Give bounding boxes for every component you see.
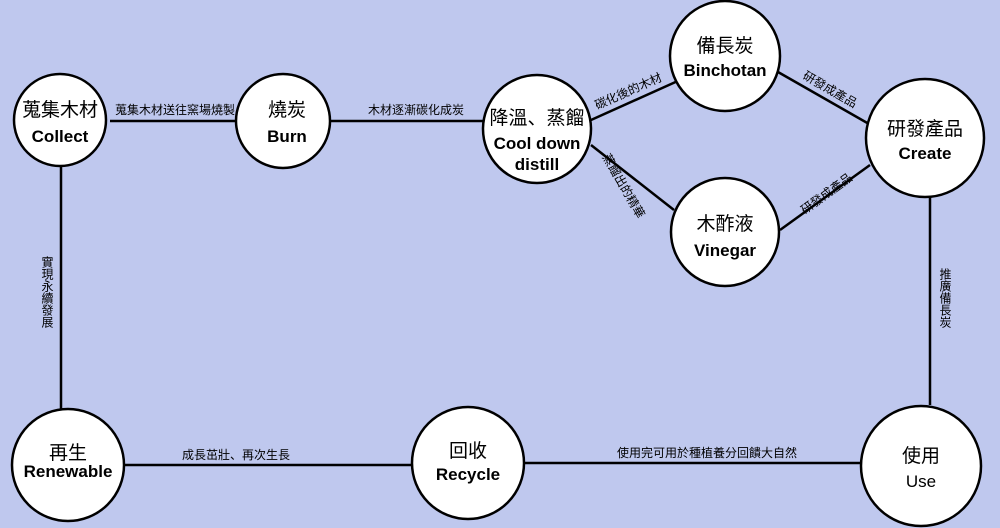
node-cooldown-en-line2: distill [515,155,559,174]
edge-cooldown-vinegar [590,144,675,211]
edge-cooldown-binchotan [590,78,681,122]
node-collect: 蒐集木材 Collect [12,72,108,168]
node-vinegar-zh: 木酢液 [696,213,753,235]
edge-binchotan-create [770,66,877,130]
node-recycle: 回收 Recycle [410,405,526,521]
node-vinegar: 木酢液 Vinegar [669,176,781,288]
node-renewable-zh: 再生 [49,442,87,464]
node-renewable-en: Renewable [24,462,113,481]
edge-label-collect-burn: 蒐集木材送往窯場燒製 [115,102,235,117]
node-create-en: Create [899,144,952,163]
node-binchotan-zh: 備長炭 [696,35,753,57]
node-use-zh: 使用 [902,445,940,467]
node-use-en: Use [906,472,936,491]
node-recycle-en: Recycle [436,465,500,484]
node-recycle-zh: 回收 [449,440,487,462]
node-renewable: 再生 Renewable [10,407,126,523]
node-collect-zh: 蒐集木材 [22,99,98,121]
node-binchotan-en: Binchotan [683,61,766,80]
node-create: 研發產品 Create [864,77,986,199]
edge-label-create-use: 推廣備長炭 [938,268,952,329]
edge-label-renewable-collect: 實現永續發展 [40,255,54,328]
node-cooldown-en-line1: Cool down [494,134,581,153]
node-burn-en: Burn [267,127,307,146]
node-vinegar-en: Vinegar [694,241,756,260]
node-use: 使用 Use [859,404,983,528]
edge-label-burn-cooldown: 木材逐漸碳化成炭 [368,103,464,117]
node-collect-en: Collect [32,127,89,146]
edge-label-recycle-renewable: 成長茁壯、再次生長 [182,448,290,462]
node-burn-zh: 燒炭 [268,99,306,121]
edge-vinegar-create [779,163,871,232]
node-binchotan: 備長炭 Binchotan [668,0,782,113]
node-cooldown: 降溫、蒸餾 Cool down distill [481,73,593,185]
node-burn: 燒炭 Burn [234,72,332,170]
node-cooldown-zh: 降溫、蒸餾 [489,107,584,129]
edge-label-use-recycle: 使用完可用於種植養分回饋大自然 [617,445,797,460]
edge-label-vinegar-create: 研發成產品 [798,170,855,217]
node-create-zh: 研發產品 [887,118,963,140]
